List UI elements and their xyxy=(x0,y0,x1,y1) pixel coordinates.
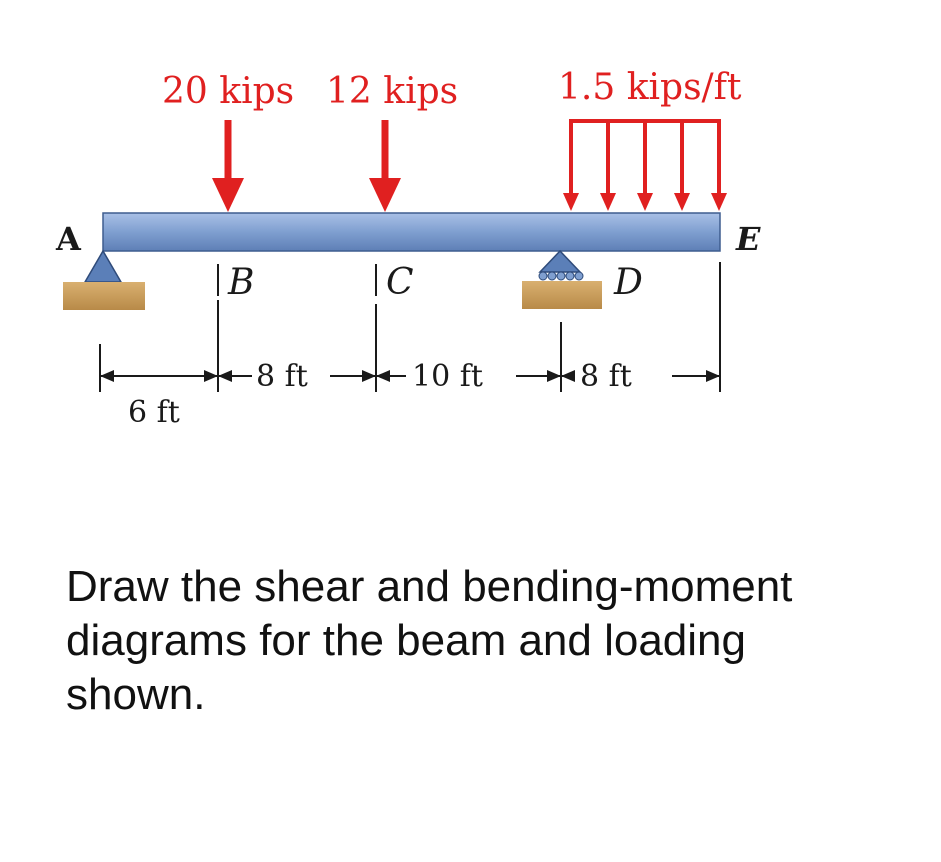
distributed-load-arrows xyxy=(563,119,727,211)
dimension-label-bc: 8 ft xyxy=(256,359,308,394)
roller-support-d xyxy=(522,249,602,309)
point-load-arrow-b xyxy=(212,120,244,212)
beam-diagram: A E 20 kips 12 kips 1.5 kips/ft xyxy=(55,67,761,430)
load-label-distributed: 1.5 kips/ft xyxy=(558,67,742,108)
load-label-c: 12 kips xyxy=(326,71,458,112)
pin-support-a xyxy=(63,249,145,310)
dimension-label-cd: 10 ft xyxy=(412,359,483,394)
point-label-e: E xyxy=(735,220,761,258)
dimension-label-ab: 6 ft xyxy=(128,395,180,430)
point-label-c: C xyxy=(386,262,414,303)
point-label-d: D xyxy=(613,262,643,303)
point-label-b: B xyxy=(227,262,254,303)
beam xyxy=(102,212,721,252)
point-load-arrow-c xyxy=(369,120,401,212)
dimension-label-de: 8 ft xyxy=(580,359,632,394)
point-label-a: A xyxy=(55,220,82,258)
problem-statement: Draw the shear and bending-moment diagra… xyxy=(66,562,793,719)
load-label-b: 20 kips xyxy=(162,71,294,112)
dimension-lines xyxy=(99,262,721,392)
